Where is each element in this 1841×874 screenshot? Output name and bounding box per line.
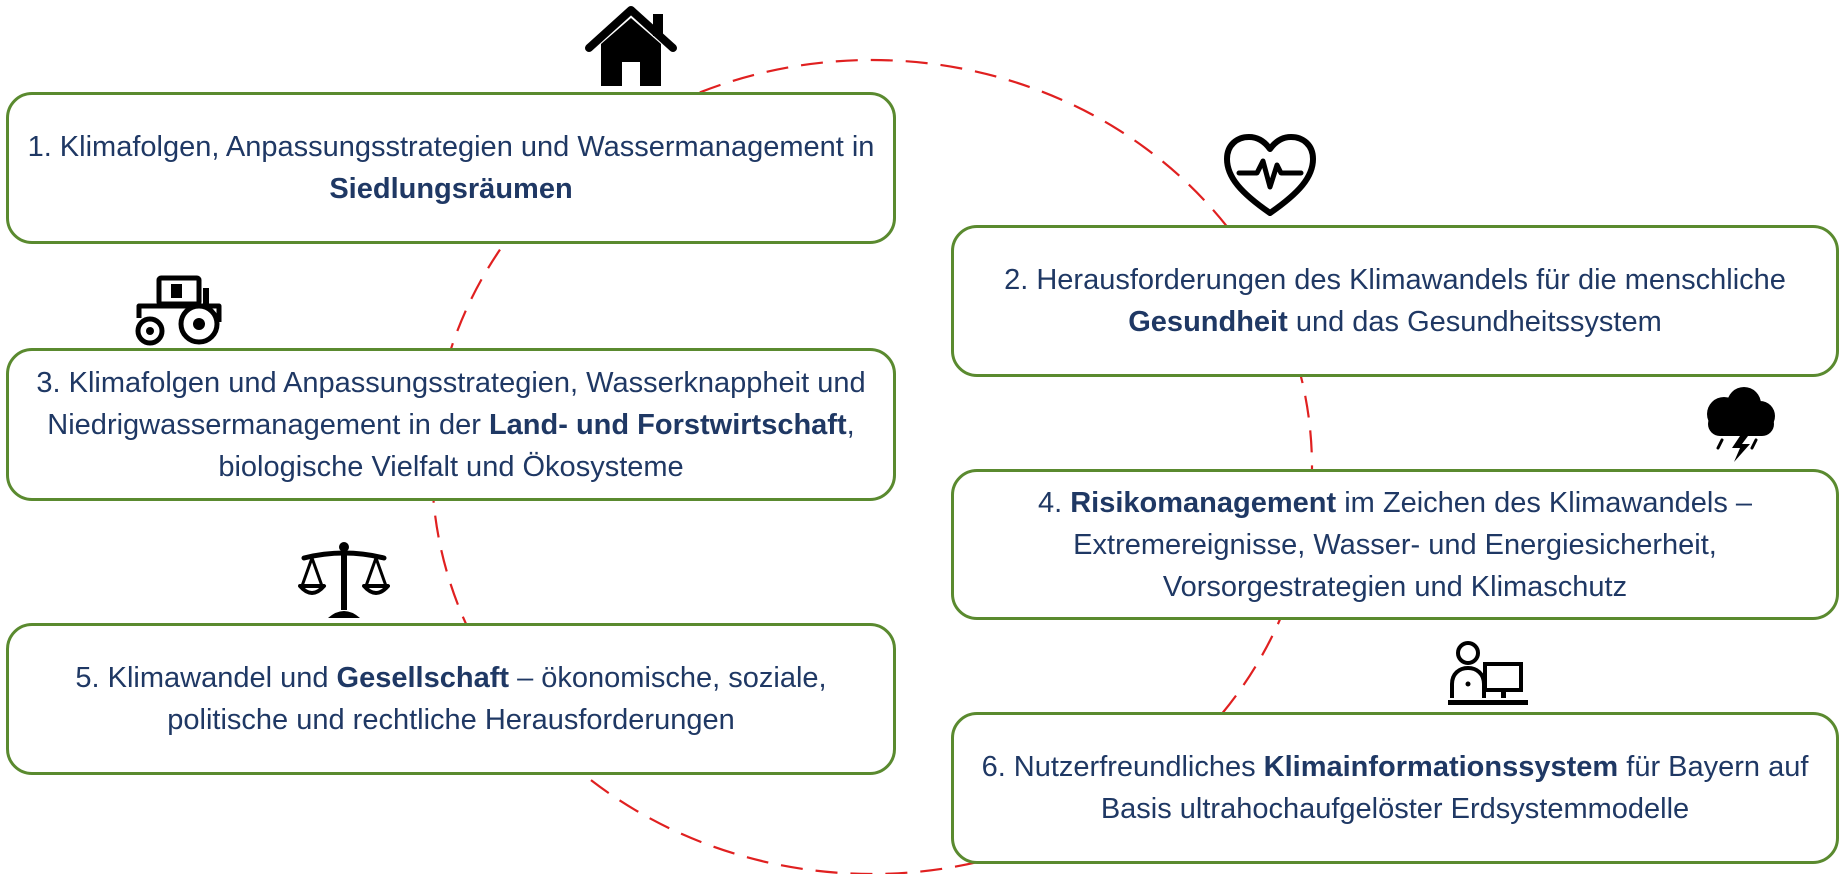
- person-computer-icon: [1448, 641, 1528, 705]
- topic-text-3: 3. Klimafolgen und Anpassungsstrategien,…: [36, 366, 866, 483]
- heart-pulse-icon: [1224, 134, 1316, 216]
- topic-box-5: 5. Klimawandel und Gesellschaft – ökonom…: [6, 623, 896, 775]
- topic-keyword-3: Land- und Forstwirtschaft: [488, 408, 847, 441]
- topic-box-2: 2. Herausforderungen des Klimawandels fü…: [951, 225, 1839, 377]
- topic-box-1: 1. Klimafolgen, Anpassungsstrategien und…: [6, 92, 896, 244]
- topic-text-5: 5. Klimawandel und Gesellschaft – ökonom…: [75, 662, 827, 736]
- house-icon: [585, 6, 677, 86]
- topic-keyword-4: Risikomanagement: [1070, 486, 1337, 519]
- topic-keyword-1: Siedlungsräumen: [329, 173, 573, 205]
- topic-box-4: 4. Risikomanagement im Zeichen des Klima…: [951, 469, 1839, 620]
- topic-keyword-2: Gesundheit: [1128, 306, 1288, 338]
- topic-text-2: 2. Herausforderungen des Klimawandels fü…: [1004, 264, 1786, 338]
- topic-box-6: 6. Nutzerfreundliches Klimainformationss…: [951, 712, 1839, 864]
- topic-text-4: 4. Risikomanagement im Zeichen des Klima…: [1037, 486, 1753, 603]
- storm-cloud-icon: [1707, 387, 1775, 462]
- tractor-icon: [135, 275, 222, 346]
- topic-text-1: 1. Klimafolgen, Anpassungsstrategien und…: [27, 131, 875, 205]
- topic-keyword-6: Klimainformationssystem: [1263, 751, 1619, 783]
- topic-text-6: 6. Nutzerfreundliches Klimainformationss…: [981, 751, 1809, 825]
- topic-keyword-5: Gesellschaft: [336, 662, 510, 694]
- topic-box-3: 3. Klimafolgen und Anpassungsstrategien,…: [6, 348, 896, 501]
- scales-icon: [298, 542, 390, 618]
